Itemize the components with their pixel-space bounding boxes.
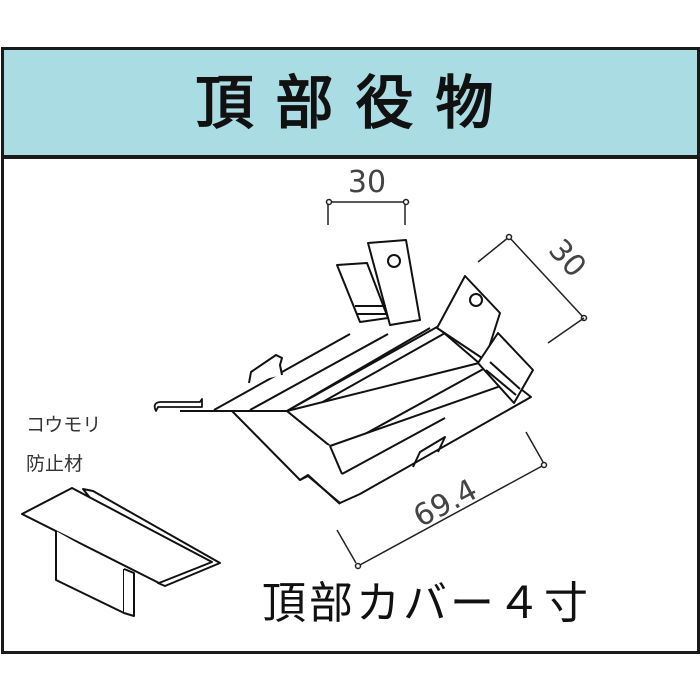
dim-side-label: 30 bbox=[541, 233, 593, 285]
dimension-top-width bbox=[325, 198, 410, 225]
dimension-side-depth bbox=[477, 233, 588, 344]
dimension-length bbox=[336, 431, 548, 570]
header-band: 頂部役物 bbox=[4, 50, 697, 159]
page-title: 頂部役物 bbox=[195, 68, 516, 137]
dim-top-label: 30 bbox=[348, 165, 386, 200]
accessory-label-line1: コウモリ bbox=[26, 414, 102, 436]
dim-length-label: 69.4 bbox=[408, 472, 483, 534]
bat-prevention-accessory bbox=[21, 487, 221, 617]
accessory-label-line2: 防止材 bbox=[26, 453, 84, 475]
product-caption: 頂部カバー４寸 bbox=[262, 578, 591, 629]
top-cover-part bbox=[153, 239, 534, 505]
